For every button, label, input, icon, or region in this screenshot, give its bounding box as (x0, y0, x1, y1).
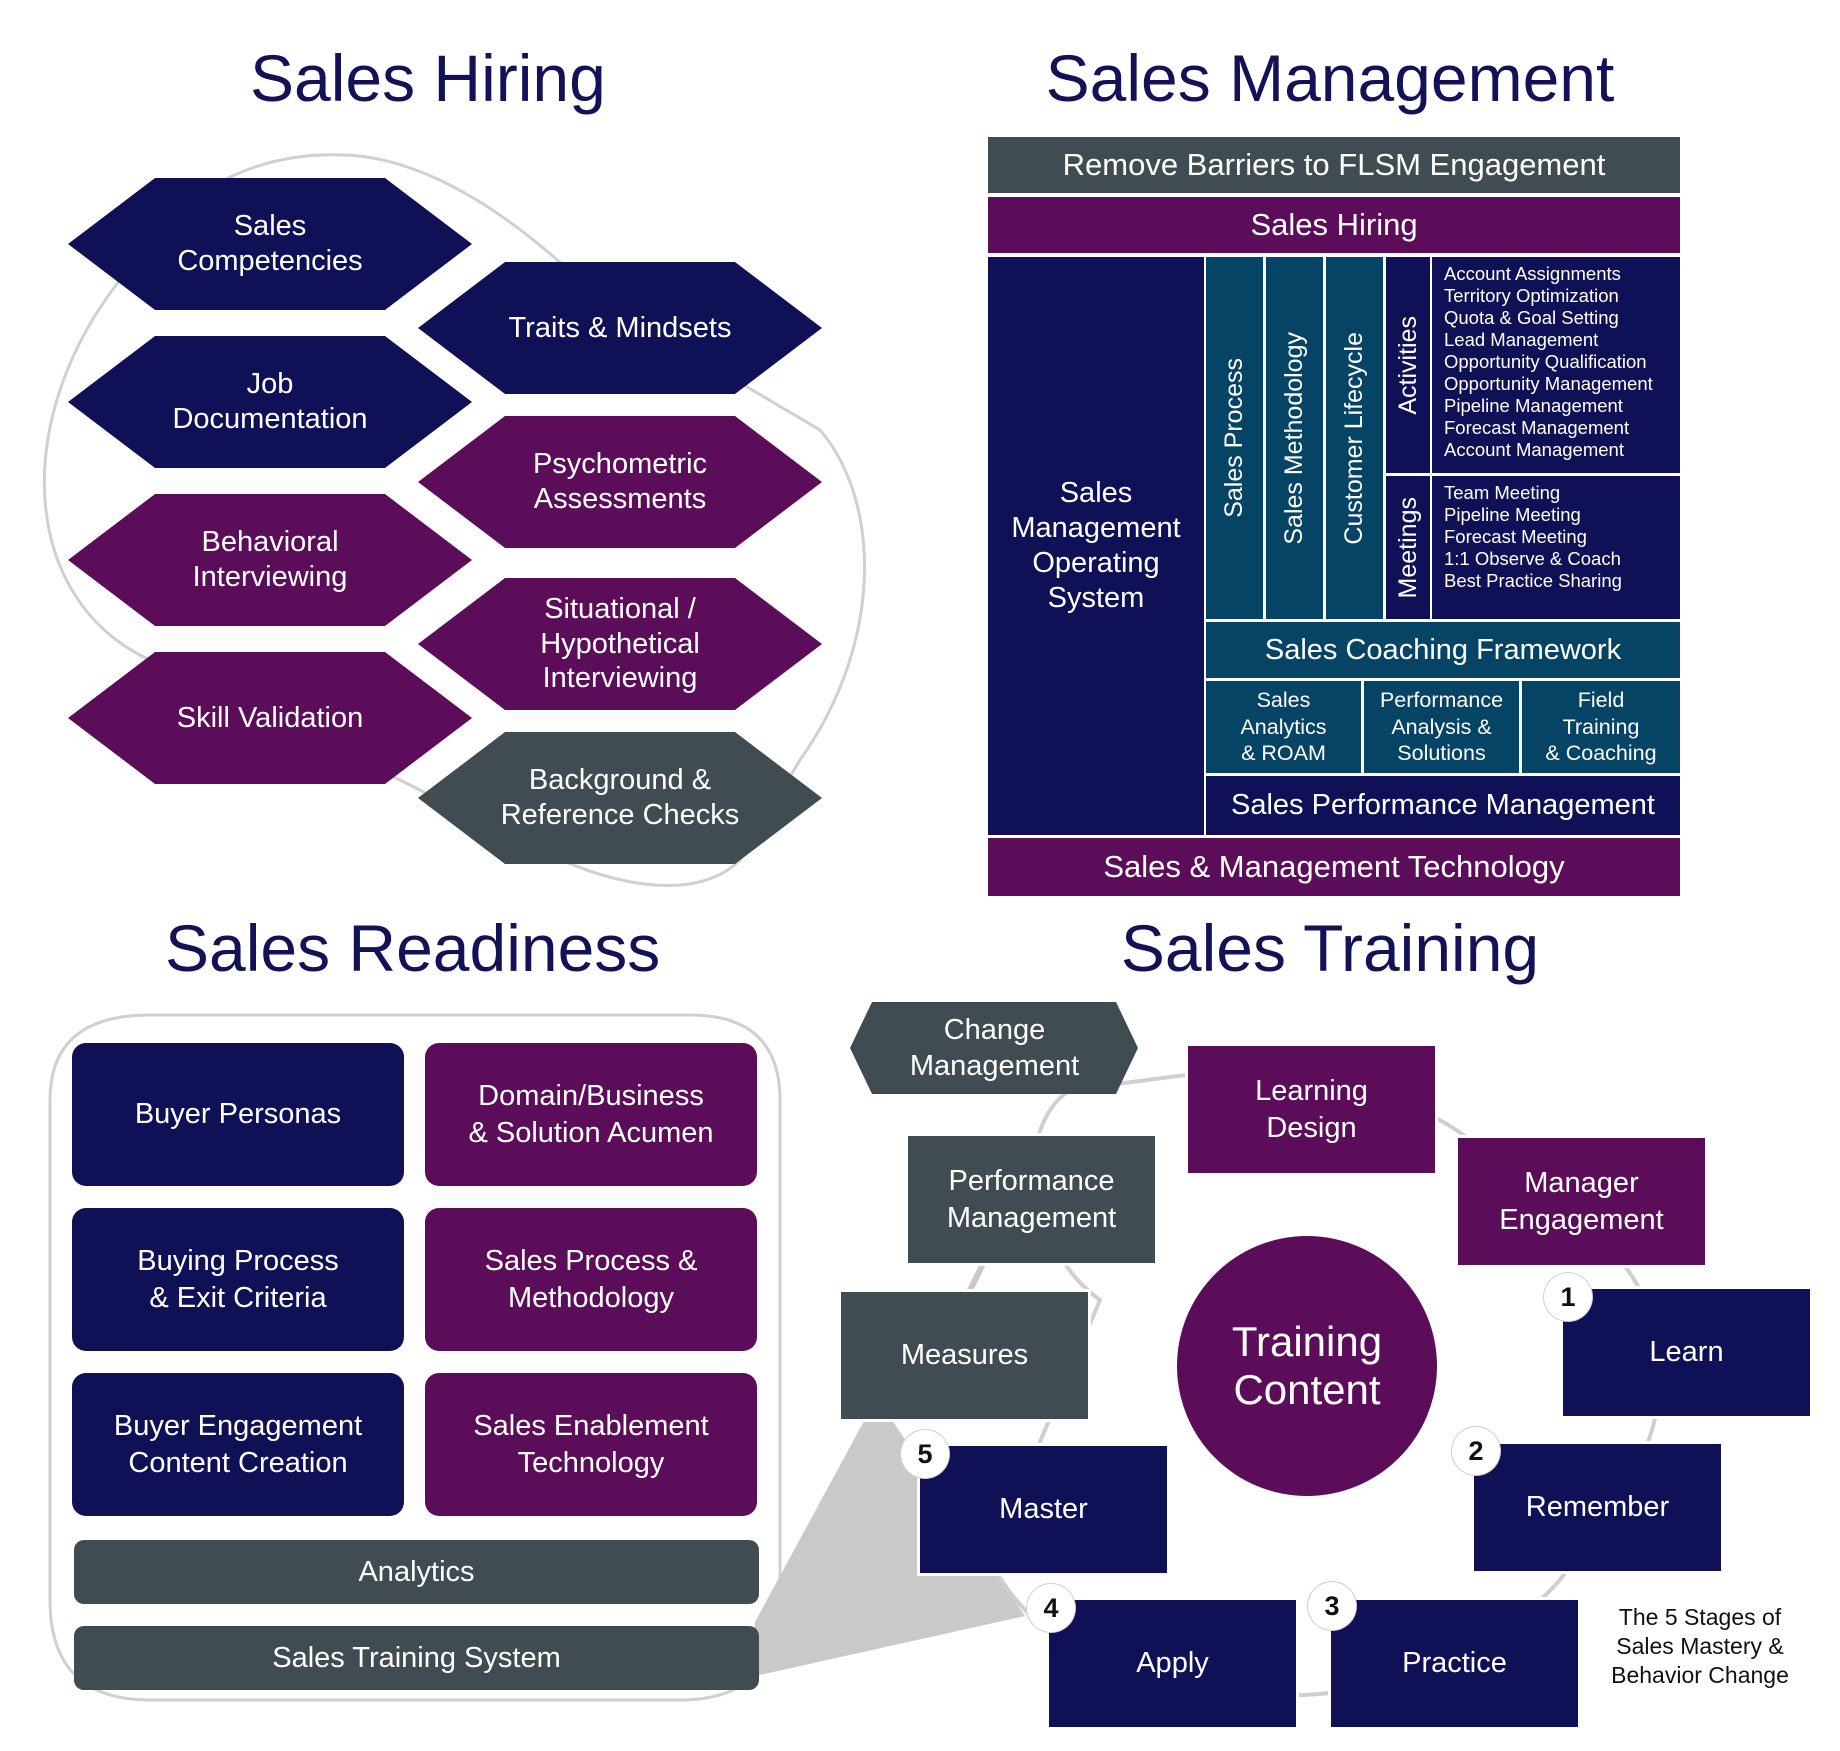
activities-label: Activities (1386, 257, 1430, 473)
hex-job-documentation (68, 336, 472, 468)
meetings-label: Meetings (1386, 476, 1430, 619)
activities-list: Account Assignments Territory Optimizati… (1432, 257, 1680, 473)
hex-background (418, 732, 822, 864)
training-content-circle: Training Content (1177, 1236, 1437, 1496)
readiness-title: Sales Readiness (165, 911, 661, 985)
change-management-box: Change Management (909, 1013, 1080, 1082)
measures-box: Measures (838, 1289, 1091, 1422)
performance-management-bar: Sales Performance Management (1206, 776, 1680, 835)
hiring-item-7: Skill Validation (176, 701, 364, 734)
field-training-box: Field Training & Coaching (1522, 681, 1680, 773)
training-funnel (755, 1410, 1025, 1676)
stage-master-box: Master (917, 1443, 1170, 1576)
stage-5-badge: 5 (901, 1430, 949, 1478)
hex-situational (418, 578, 822, 710)
operating-system-block: Sales Management Operating System (988, 257, 1204, 835)
stages-caption: The 5 Stages of Sales Mastery & Behavior… (1611, 1604, 1789, 1688)
hex-traits-mindsets (418, 262, 822, 394)
hex-sales-competencies (68, 178, 472, 310)
change-management-shape (850, 1002, 1138, 1094)
readiness-sales-process: Sales Process & Methodology (425, 1208, 757, 1351)
stage-1-badge: 1 (1544, 1273, 1592, 1321)
hiring-outline (43, 153, 866, 887)
hiring-item-6: Situational / Hypothetical Interviewing (540, 592, 700, 695)
coaching-framework-bar: Sales Coaching Framework (1206, 622, 1680, 678)
hiring-title: Sales Hiring (250, 41, 606, 115)
hex-behavioral (68, 494, 472, 626)
remove-barriers-bar: Remove Barriers to FLSM Engagement (988, 137, 1680, 193)
hiring-item-5: Behavioral Interviewing (192, 526, 348, 593)
readiness-buyer-personas: Buyer Personas (72, 1043, 404, 1186)
sales-hiring-bar: Sales Hiring (988, 197, 1680, 253)
readiness-buying-process: Buying Process & Exit Criteria (72, 1208, 404, 1351)
analytics-bar: Analytics (74, 1540, 759, 1604)
training-system-bar: Sales Training System (74, 1626, 759, 1690)
training-title: Sales Training (1120, 911, 1540, 985)
hiring-item-1: Sales Competencies (177, 210, 363, 277)
hiring-item-2: Traits & Mindsets (508, 311, 732, 344)
customer-lifecycle-column: Customer Lifecycle (1326, 257, 1383, 619)
performance-management-box: Performance Management (905, 1133, 1158, 1266)
readiness-domain-acumen: Domain/Business & Solution Acumen (425, 1043, 757, 1186)
stage-2-badge: 2 (1452, 1427, 1500, 1475)
hex-skill-validation (68, 652, 472, 784)
stage-apply-box: Apply (1046, 1597, 1299, 1730)
stage-remember-box: Remember (1471, 1441, 1724, 1574)
readiness-buyer-engagement: Buyer Engagement Content Creation (72, 1373, 404, 1516)
meetings-list: Team Meeting Pipeline Meeting Forecast M… (1432, 476, 1680, 619)
sales-analytics-box: Sales Analytics & ROAM (1206, 681, 1361, 773)
readiness-enablement-tech: Sales Enablement Technology (425, 1373, 757, 1516)
sales-process-column: Sales Process (1206, 257, 1263, 619)
management-title: Sales Management (1045, 41, 1615, 115)
stage-4-badge: 4 (1027, 1584, 1075, 1632)
hex-psychometric (418, 416, 822, 548)
stage-practice-box: Practice (1328, 1597, 1581, 1730)
hiring-hexagons (68, 178, 822, 864)
stage-3-badge: 3 (1308, 1582, 1356, 1630)
manager-engagement-box: Manager Engagement (1455, 1135, 1708, 1268)
sales-methodology-column: Sales Methodology (1266, 257, 1323, 619)
performance-analysis-box: Performance Analysis & Solutions (1364, 681, 1519, 773)
hiring-item-4: Psychometric Assessments (532, 448, 708, 515)
readiness-outline (48, 1013, 782, 1702)
hiring-item-8: Background & Reference Checks (500, 764, 740, 831)
hiring-item-3: Job Documentation (172, 368, 368, 435)
technology-bar: Sales & Management Technology (988, 838, 1680, 896)
stage-learn-box: Learn (1560, 1286, 1813, 1419)
learning-design-box: Learning Design (1185, 1043, 1438, 1176)
